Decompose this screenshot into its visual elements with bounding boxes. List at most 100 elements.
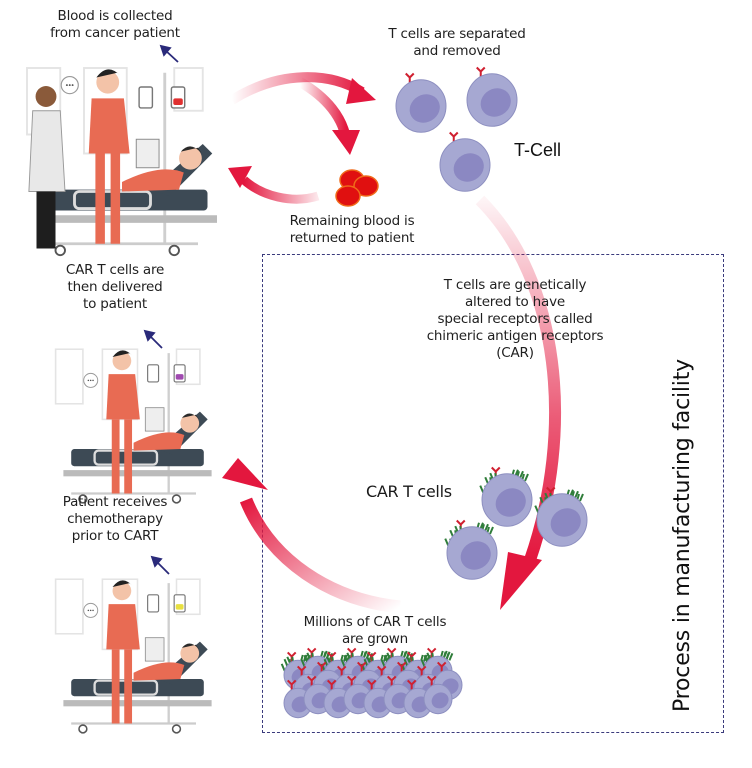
iv-bag-icon bbox=[138, 86, 154, 109]
label-line: Millions of CAR T cells bbox=[303, 614, 447, 630]
cell-nucleus bbox=[409, 94, 440, 123]
nurse-leg bbox=[124, 419, 133, 494]
bed-frame bbox=[63, 470, 212, 477]
nurse-scrubs bbox=[106, 374, 140, 420]
bed-wheel bbox=[78, 494, 88, 504]
nurse-head bbox=[112, 351, 132, 371]
patient-body bbox=[122, 169, 184, 192]
monitor-icon bbox=[144, 637, 165, 662]
bed-wheel bbox=[78, 724, 88, 734]
t-cell bbox=[439, 131, 491, 192]
pointer-arrow-icon bbox=[143, 329, 163, 349]
label-line: (CAR) bbox=[496, 345, 534, 361]
nurse-hair bbox=[112, 350, 133, 357]
t-cell bbox=[395, 72, 447, 133]
iv-bag-fluid bbox=[175, 374, 184, 380]
car-t-cell bbox=[444, 519, 498, 580]
doctor-legs bbox=[36, 191, 56, 249]
nurse-leg bbox=[111, 649, 120, 724]
label-car-t-cells: CAR T cells bbox=[366, 482, 452, 501]
label-line: to patient bbox=[83, 296, 147, 312]
label-line: T cells are separated bbox=[388, 26, 526, 42]
label-line: T cells are genetically bbox=[443, 277, 587, 293]
hospital-scene-chemotherapy bbox=[54, 578, 212, 734]
window-frame bbox=[54, 578, 84, 635]
bed-wheel bbox=[171, 494, 182, 504]
bed-wheel bbox=[54, 244, 66, 257]
door-frame bbox=[101, 578, 139, 651]
label-remaining-blood: Remaining blood is returned to patient bbox=[262, 213, 442, 247]
monitor-icon bbox=[135, 138, 160, 169]
label-line: Blood is collected bbox=[57, 8, 173, 24]
label-chemotherapy: Patient receives chemotherapy prior to C… bbox=[40, 494, 190, 545]
grown-car-t-cell bbox=[423, 675, 453, 715]
label-line: from cancer patient bbox=[50, 25, 180, 41]
patient-body bbox=[133, 432, 185, 451]
label-line: CAR T cells are bbox=[65, 262, 165, 278]
t-cells-group bbox=[395, 66, 518, 192]
cell-nucleus bbox=[431, 692, 449, 709]
car-t-cells-group bbox=[444, 466, 588, 580]
car-t-cell bbox=[479, 466, 533, 527]
grown-car-t-cluster bbox=[280, 647, 463, 719]
label-line: Patient receives bbox=[62, 494, 168, 510]
nurse-scrubs bbox=[88, 98, 130, 154]
iv-bag-fluid bbox=[175, 604, 184, 610]
patient-body bbox=[133, 662, 185, 681]
nurse-head bbox=[96, 70, 120, 94]
doctor-head bbox=[35, 86, 57, 107]
label-line: and removed bbox=[413, 43, 501, 59]
label-line: prior to CART bbox=[71, 528, 159, 544]
hospital-scene-delivery bbox=[54, 348, 212, 504]
label-line: are grown bbox=[341, 631, 408, 647]
cell-nucleus bbox=[495, 488, 526, 517]
manufacturing-facility-box bbox=[262, 254, 724, 733]
bed-frame bbox=[63, 700, 212, 707]
monitor-icon bbox=[144, 407, 165, 432]
nurse-leg bbox=[95, 153, 105, 244]
label-millions-grown: Millions of CAR T cells are grown bbox=[290, 614, 460, 648]
patient-head bbox=[180, 413, 200, 433]
bed-wheel bbox=[168, 244, 180, 257]
nurse-leg bbox=[124, 649, 133, 724]
label-line: chimeric antigen receptors bbox=[426, 328, 604, 344]
iv-bag-icon bbox=[147, 364, 160, 383]
hospital-scene-collection bbox=[26, 67, 218, 257]
nurse-leg bbox=[110, 153, 121, 244]
bed-frame bbox=[36, 215, 218, 223]
label-delivered: CAR T cells are then delivered to patien… bbox=[40, 262, 190, 313]
label-line: returned to patient bbox=[289, 230, 415, 246]
label-line: then delivered bbox=[67, 279, 163, 295]
pointer-arrow-icon bbox=[150, 555, 170, 575]
cell-nucleus bbox=[453, 153, 484, 182]
t-cell bbox=[466, 66, 518, 127]
label-line: altered to have bbox=[464, 294, 565, 310]
nurse-hair bbox=[96, 69, 121, 78]
patient-hair bbox=[181, 413, 200, 420]
bed-wheel bbox=[171, 724, 182, 734]
cell-nucleus bbox=[460, 541, 491, 570]
label-line: chemotherapy bbox=[67, 511, 163, 527]
arrow-to-tcells bbox=[229, 72, 376, 105]
nurse-scrubs bbox=[106, 604, 140, 650]
nurse-hair bbox=[112, 580, 133, 587]
window-frame bbox=[54, 348, 84, 405]
doctor-coat bbox=[28, 110, 66, 192]
cell-nucleus bbox=[480, 88, 511, 117]
nurse-head bbox=[112, 581, 132, 601]
patient-head bbox=[180, 643, 200, 663]
patient-hair bbox=[180, 146, 202, 154]
label-blood-collected: Blood is collected from cancer patient bbox=[20, 8, 210, 42]
label-t-cell: T-Cell bbox=[514, 140, 562, 160]
car-t-cell bbox=[534, 486, 588, 547]
iv-bag-icon bbox=[147, 594, 160, 613]
patient-head bbox=[179, 146, 202, 170]
label-line: Remaining blood is bbox=[289, 213, 415, 229]
iv-bag-fluid bbox=[173, 98, 183, 106]
pointer-arrow-icon bbox=[159, 44, 179, 63]
arrow-return-to-patient bbox=[228, 166, 320, 204]
label-line: special receptors called bbox=[437, 311, 593, 327]
nurse-leg bbox=[111, 419, 120, 494]
arrow-delivery-to-patient bbox=[222, 458, 401, 614]
